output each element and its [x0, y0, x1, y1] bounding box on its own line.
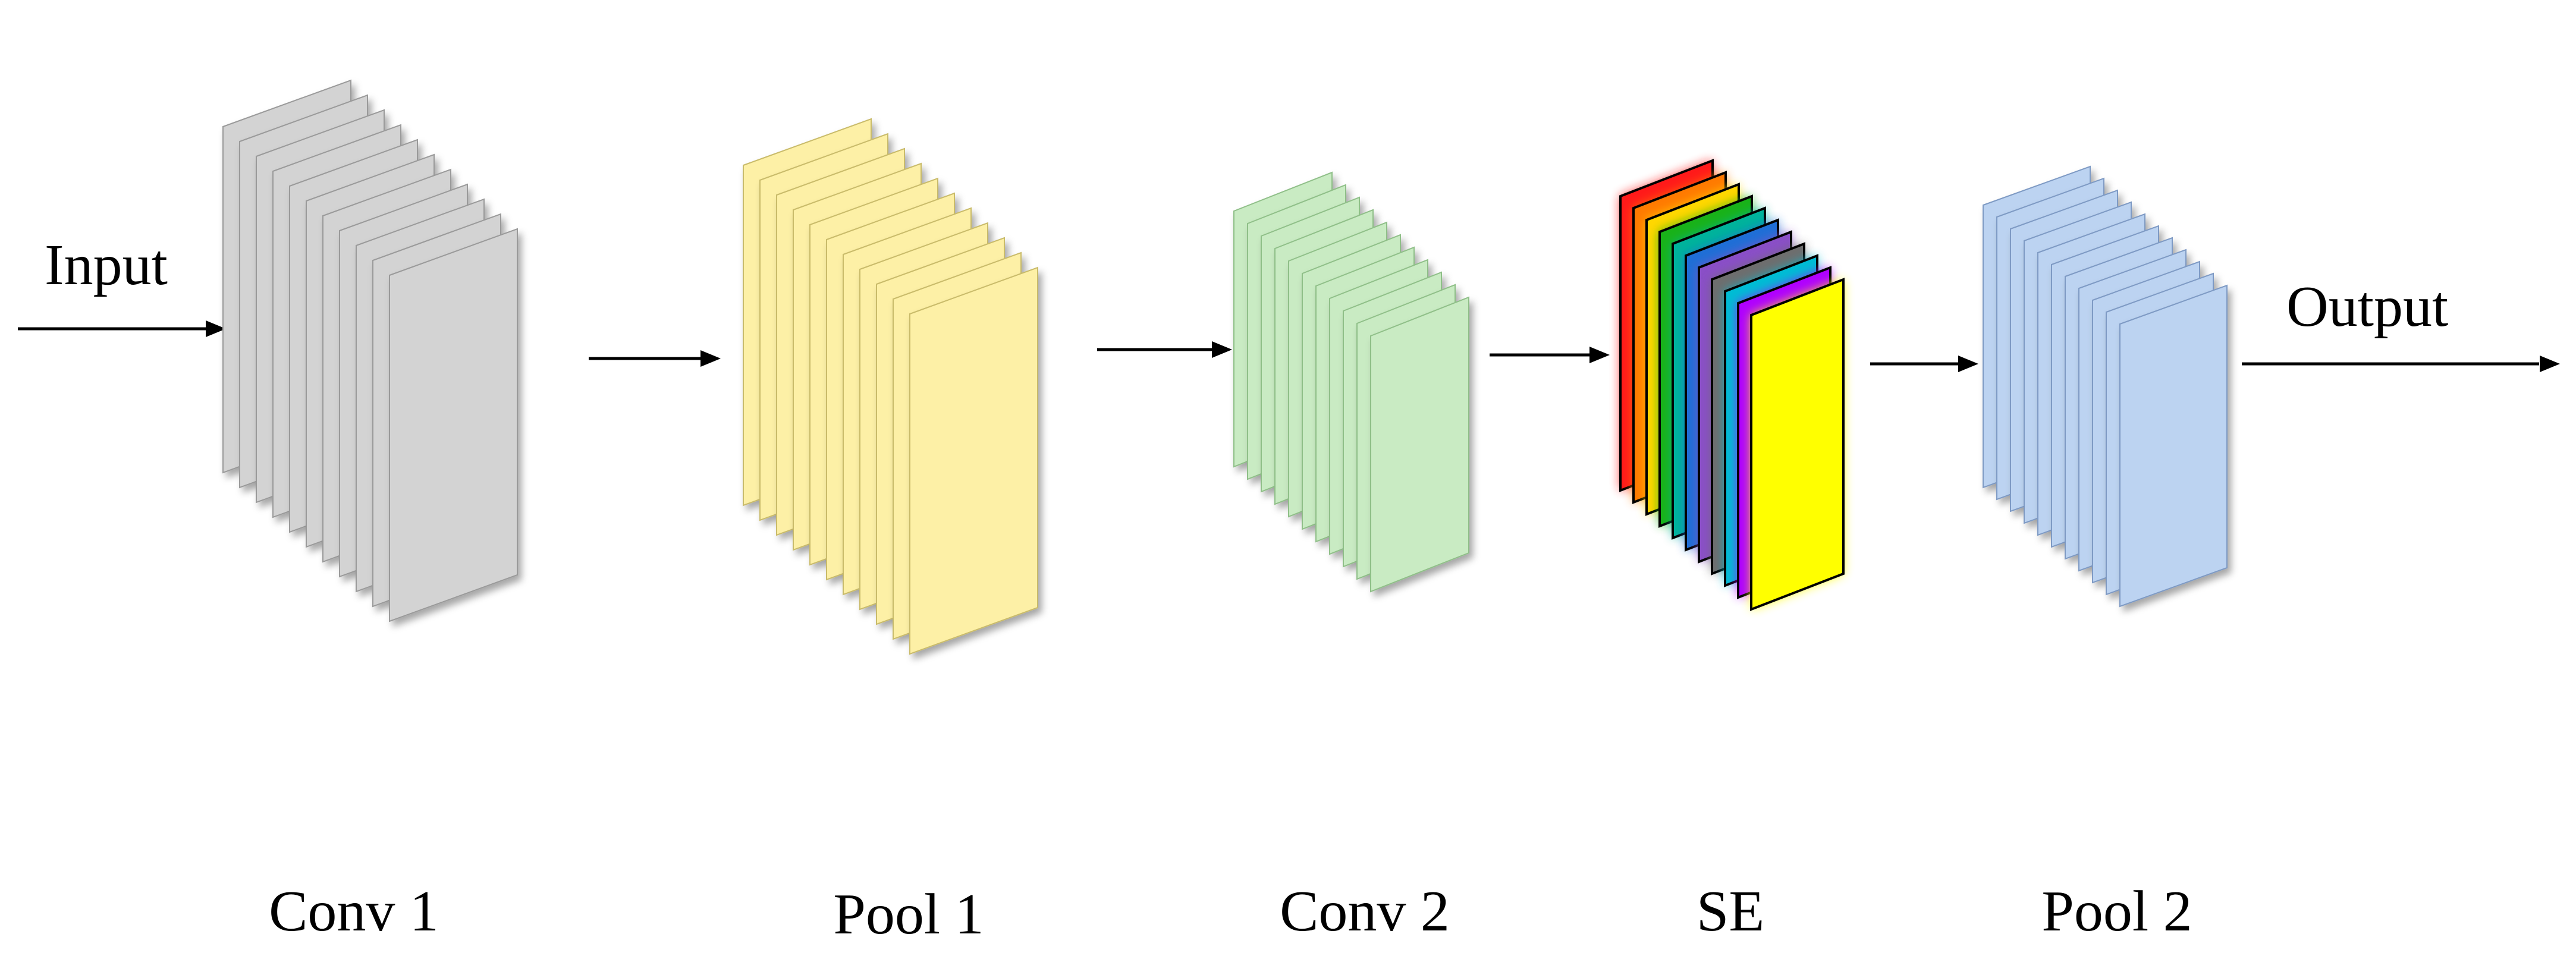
layer-stacks [222, 79, 2228, 655]
se-feature-map-layer [1750, 278, 1845, 611]
stage-label-se: SE [1697, 879, 1764, 944]
output-label: Output [2286, 275, 2448, 339]
output-arrow-head [2540, 356, 2560, 372]
conv1-layer-stack [222, 79, 518, 622]
se-layer-stack [1619, 159, 1845, 611]
pool2-feature-map-layer [2119, 284, 2228, 608]
arrow-pool1-conv2-head [1212, 341, 1232, 358]
stage-labels: Conv 1 Pool 1 Conv 2 SE Pool 2 [269, 879, 2192, 946]
input-label: Input [45, 233, 168, 297]
arrow-conv2-se-head [1589, 347, 1610, 363]
arrow-se-pool2-head [1958, 356, 1978, 372]
stage-label-pool2: Pool 2 [2041, 879, 2192, 944]
stage-label-pool1: Pool 1 [833, 882, 984, 946]
arrow-conv1-pool1-head [700, 350, 721, 367]
input-arrow-head [206, 320, 226, 337]
pool1-layer-stack [743, 118, 1038, 655]
stage-label-conv1: Conv 1 [269, 879, 439, 944]
flow-arrows [18, 320, 2560, 372]
conv1-feature-map-layer [389, 228, 518, 622]
stage-label-conv2: Conv 2 [1280, 879, 1450, 944]
conv2-layer-stack [1233, 171, 1469, 593]
conv2-feature-map-layer [1370, 296, 1469, 593]
pool1-feature-map-layer [909, 266, 1038, 655]
pool2-layer-stack [1983, 165, 2228, 608]
